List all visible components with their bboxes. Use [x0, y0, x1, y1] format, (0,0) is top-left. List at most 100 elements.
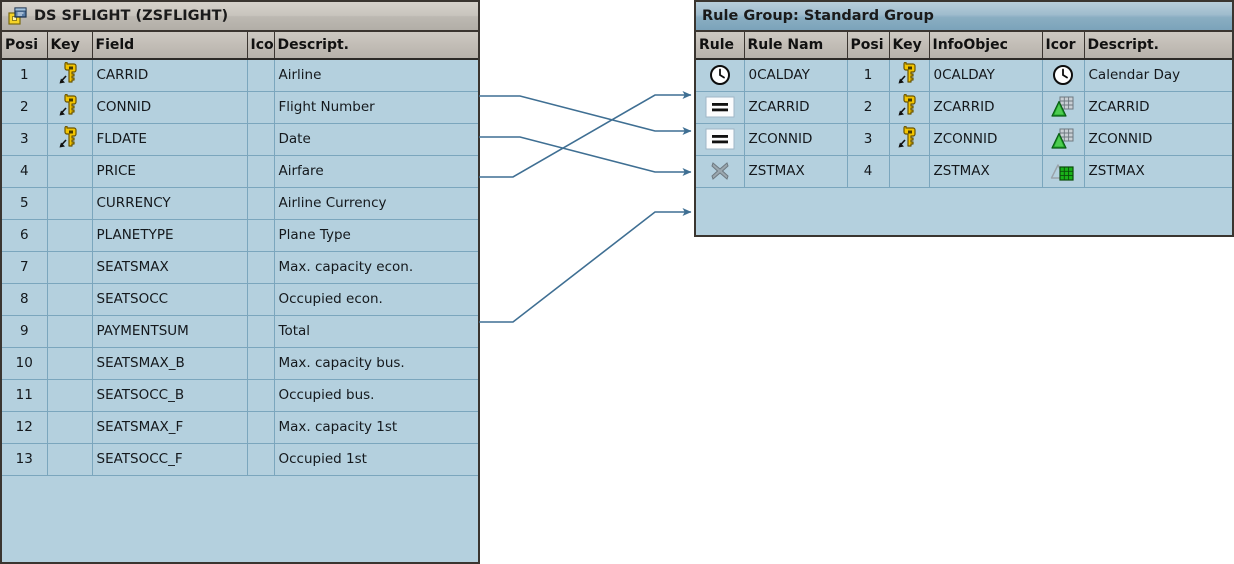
- source-cell-key: [47, 187, 93, 220]
- target-cell-rule-type[interactable]: [696, 123, 745, 156]
- target-cell-object-icon: [1042, 91, 1085, 124]
- column-header-position[interactable]: Posi: [847, 32, 890, 60]
- source-cell-description: Max. capacity bus.: [274, 347, 478, 380]
- cross-icon: [708, 159, 732, 183]
- transformation-rule-table: Rule Rule Nam Posi Key InfoObjec Icor De…: [696, 32, 1232, 188]
- target-cell-infoobject: ZCONNID: [929, 123, 1043, 156]
- target-cell-rule-name: ZSTMAX: [744, 155, 848, 188]
- source-panel: DS SFLIGHT (ZSFLIGHT) Posi Key Field Ico…: [0, 0, 480, 564]
- source-cell-icon: [247, 123, 275, 156]
- char-icon: [1050, 95, 1076, 119]
- connector-connid-to-zconnid: [479, 136, 692, 176]
- source-cell-position: 13: [2, 443, 48, 476]
- source-cell-field: SEATSMAX_F: [92, 411, 248, 444]
- target-cell-infoobject: ZSTMAX: [929, 155, 1043, 188]
- source-cell-description: Airline Currency: [274, 187, 478, 220]
- target-cell-object-icon: [1042, 123, 1085, 156]
- source-field-row[interactable]: 1 CARRID Airline: [2, 59, 478, 92]
- source-cell-position: 10: [2, 347, 48, 380]
- source-cell-icon: [247, 91, 275, 124]
- source-cell-field: SEATSMAX_B: [92, 347, 248, 380]
- source-cell-field: PRICE: [92, 155, 248, 188]
- key-icon: [57, 61, 83, 88]
- target-cell-position: 2: [847, 91, 890, 124]
- target-cell-key: [889, 59, 930, 92]
- source-field-row[interactable]: 4 PRICE Airfare: [2, 155, 478, 188]
- target-cell-description: ZCARRID: [1084, 91, 1232, 124]
- target-cell-description: ZCONNID: [1084, 123, 1232, 156]
- source-cell-icon: [247, 315, 275, 348]
- column-header-object-icon[interactable]: Icor: [1042, 32, 1085, 60]
- source-cell-icon: [247, 347, 275, 380]
- source-cell-position: 8: [2, 283, 48, 316]
- source-cell-key: [47, 123, 93, 156]
- source-cell-key: [47, 379, 93, 412]
- source-cell-position: 6: [2, 219, 48, 252]
- source-cell-description: Total: [274, 315, 478, 348]
- column-header-icon[interactable]: Ico: [247, 32, 275, 60]
- source-field-row[interactable]: 2 CONNID Flight Number: [2, 91, 478, 124]
- source-cell-position: 2: [2, 91, 48, 124]
- column-header-key[interactable]: Key: [47, 32, 93, 60]
- source-cell-field: CARRID: [92, 59, 248, 92]
- source-cell-field: SEATSOCC: [92, 283, 248, 316]
- source-panel-title-text: DS SFLIGHT (ZSFLIGHT): [34, 8, 229, 24]
- source-cell-field: CONNID: [92, 91, 248, 124]
- source-cell-description: Flight Number: [274, 91, 478, 124]
- source-field-row[interactable]: 10 SEATSMAX_B Max. capacity bus.: [2, 347, 478, 380]
- source-cell-field: SEATSOCC_B: [92, 379, 248, 412]
- source-cell-key: [47, 443, 93, 476]
- source-cell-description: Airfare: [274, 155, 478, 188]
- target-cell-key: [889, 155, 930, 188]
- column-header-position[interactable]: Posi: [2, 32, 48, 60]
- target-cell-description: Calendar Day: [1084, 59, 1232, 92]
- source-cell-position: 5: [2, 187, 48, 220]
- source-cell-key: [47, 91, 93, 124]
- key-icon: [57, 93, 83, 120]
- source-cell-icon: [247, 283, 275, 316]
- source-cell-position: 1: [2, 59, 48, 92]
- source-cell-field: CURRENCY: [92, 187, 248, 220]
- target-cell-object-icon: [1042, 59, 1085, 92]
- column-header-rule-name[interactable]: Rule Nam: [744, 32, 848, 60]
- source-cell-description: Date: [274, 123, 478, 156]
- source-panel-title: DS SFLIGHT (ZSFLIGHT): [2, 2, 478, 32]
- source-cell-icon: [247, 443, 275, 476]
- source-cell-icon: [247, 251, 275, 284]
- target-cell-rule-name: 0CALDAY: [744, 59, 848, 92]
- source-field-row[interactable]: 5 CURRENCY Airline Currency: [2, 187, 478, 220]
- equals-icon: [705, 127, 735, 151]
- source-cell-key: [47, 315, 93, 348]
- target-cell-key: [889, 91, 930, 124]
- column-header-description[interactable]: Descript.: [274, 32, 478, 60]
- target-cell-rule-type[interactable]: [696, 91, 745, 124]
- source-cell-field: PLANETYPE: [92, 219, 248, 252]
- target-cell-position: 3: [847, 123, 890, 156]
- source-cell-position: 11: [2, 379, 48, 412]
- source-cell-description: Airline: [274, 59, 478, 92]
- source-cell-position: 12: [2, 411, 48, 444]
- source-cell-icon: [247, 187, 275, 220]
- column-header-field[interactable]: Field: [92, 32, 248, 60]
- target-cell-position: 4: [847, 155, 890, 188]
- column-header-key[interactable]: Key: [889, 32, 930, 60]
- target-cell-rule-type[interactable]: [696, 59, 745, 92]
- source-cell-position: 4: [2, 155, 48, 188]
- column-header-description[interactable]: Descript.: [1084, 32, 1232, 60]
- column-header-rule-type[interactable]: Rule: [696, 32, 745, 60]
- target-cell-description: ZSTMAX: [1084, 155, 1232, 188]
- column-header-infoobject[interactable]: InfoObjec: [929, 32, 1043, 60]
- target-cell-rule-type[interactable]: [696, 155, 745, 188]
